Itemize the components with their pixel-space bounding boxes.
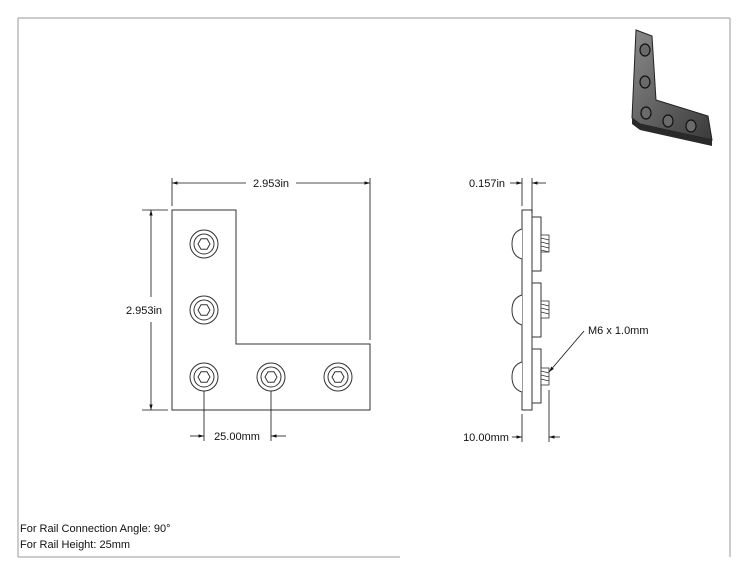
width-dimension: [171, 178, 371, 340]
isometric-view: [631, 29, 713, 146]
depth-dimension: [512, 390, 560, 442]
bolt-hole: [323, 362, 353, 392]
front-view-outline: [171, 209, 371, 411]
height-label: 2.953in: [126, 305, 162, 317]
t-nut-thread: [540, 234, 550, 386]
side-view: [511, 209, 542, 411]
rail-angle-note: For Rail Connection Angle: 90°: [20, 523, 171, 535]
thickness-label: 0.157in: [469, 178, 505, 190]
rail-height-note: For Rail Height: 25mm: [20, 539, 131, 551]
hole-spacing-dimension: [190, 391, 286, 441]
bolt-hole: [189, 229, 219, 259]
thickness-dimension: [510, 178, 546, 213]
height-dimension: [142, 209, 168, 411]
sheet-border: [17, 17, 731, 558]
thread-label: M6 x 1.0mm: [588, 325, 649, 337]
hole-spacing-label: 25.00mm: [214, 431, 260, 443]
bolt-hole: [189, 295, 219, 325]
depth-label: 10.00mm: [463, 432, 509, 444]
width-label: 2.953in: [253, 178, 289, 190]
thread-leader: [548, 330, 585, 373]
